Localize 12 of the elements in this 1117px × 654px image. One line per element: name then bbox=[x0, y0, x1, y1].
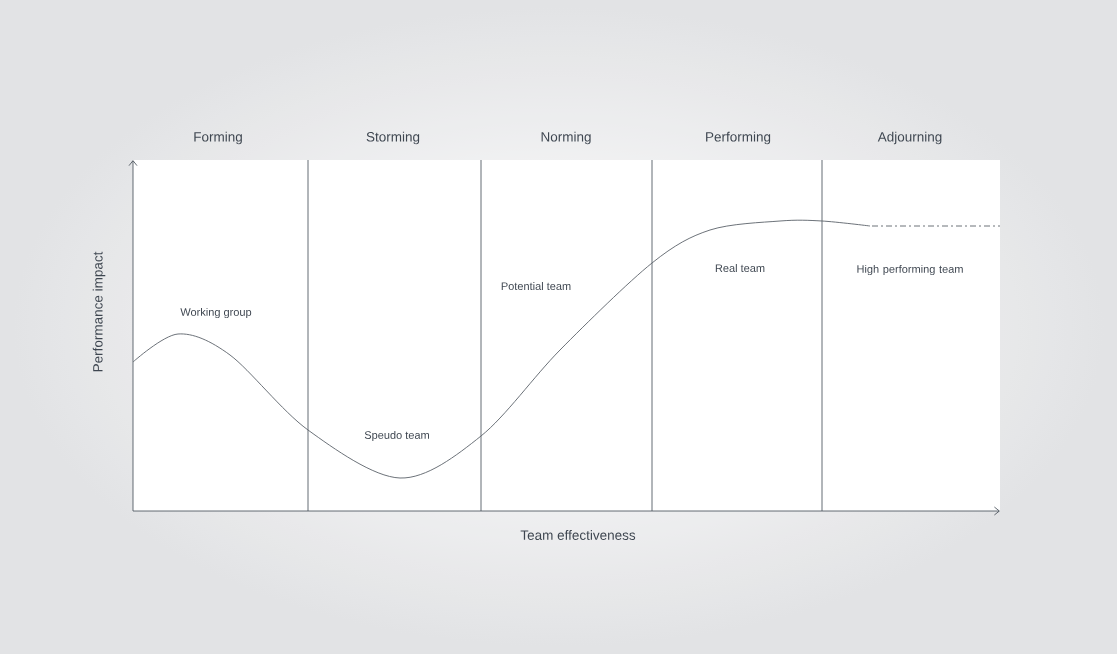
stage-label: Adjourning bbox=[877, 131, 942, 145]
curve-label: Working group bbox=[180, 307, 252, 319]
stage-label: Norming bbox=[541, 131, 591, 145]
curve-label: Speudo team bbox=[364, 430, 429, 442]
curve-label: Potential team bbox=[501, 281, 571, 291]
axis-label: Team effectiveness bbox=[520, 530, 636, 540]
curve-label: Real team bbox=[715, 263, 765, 273]
curve-label: High performing team bbox=[857, 264, 963, 276]
stage-label: Forming bbox=[194, 131, 242, 145]
stage-label: Storming bbox=[366, 131, 420, 145]
stage-label: Performing bbox=[706, 131, 771, 145]
axis-label: Performance impact bbox=[92, 251, 106, 372]
